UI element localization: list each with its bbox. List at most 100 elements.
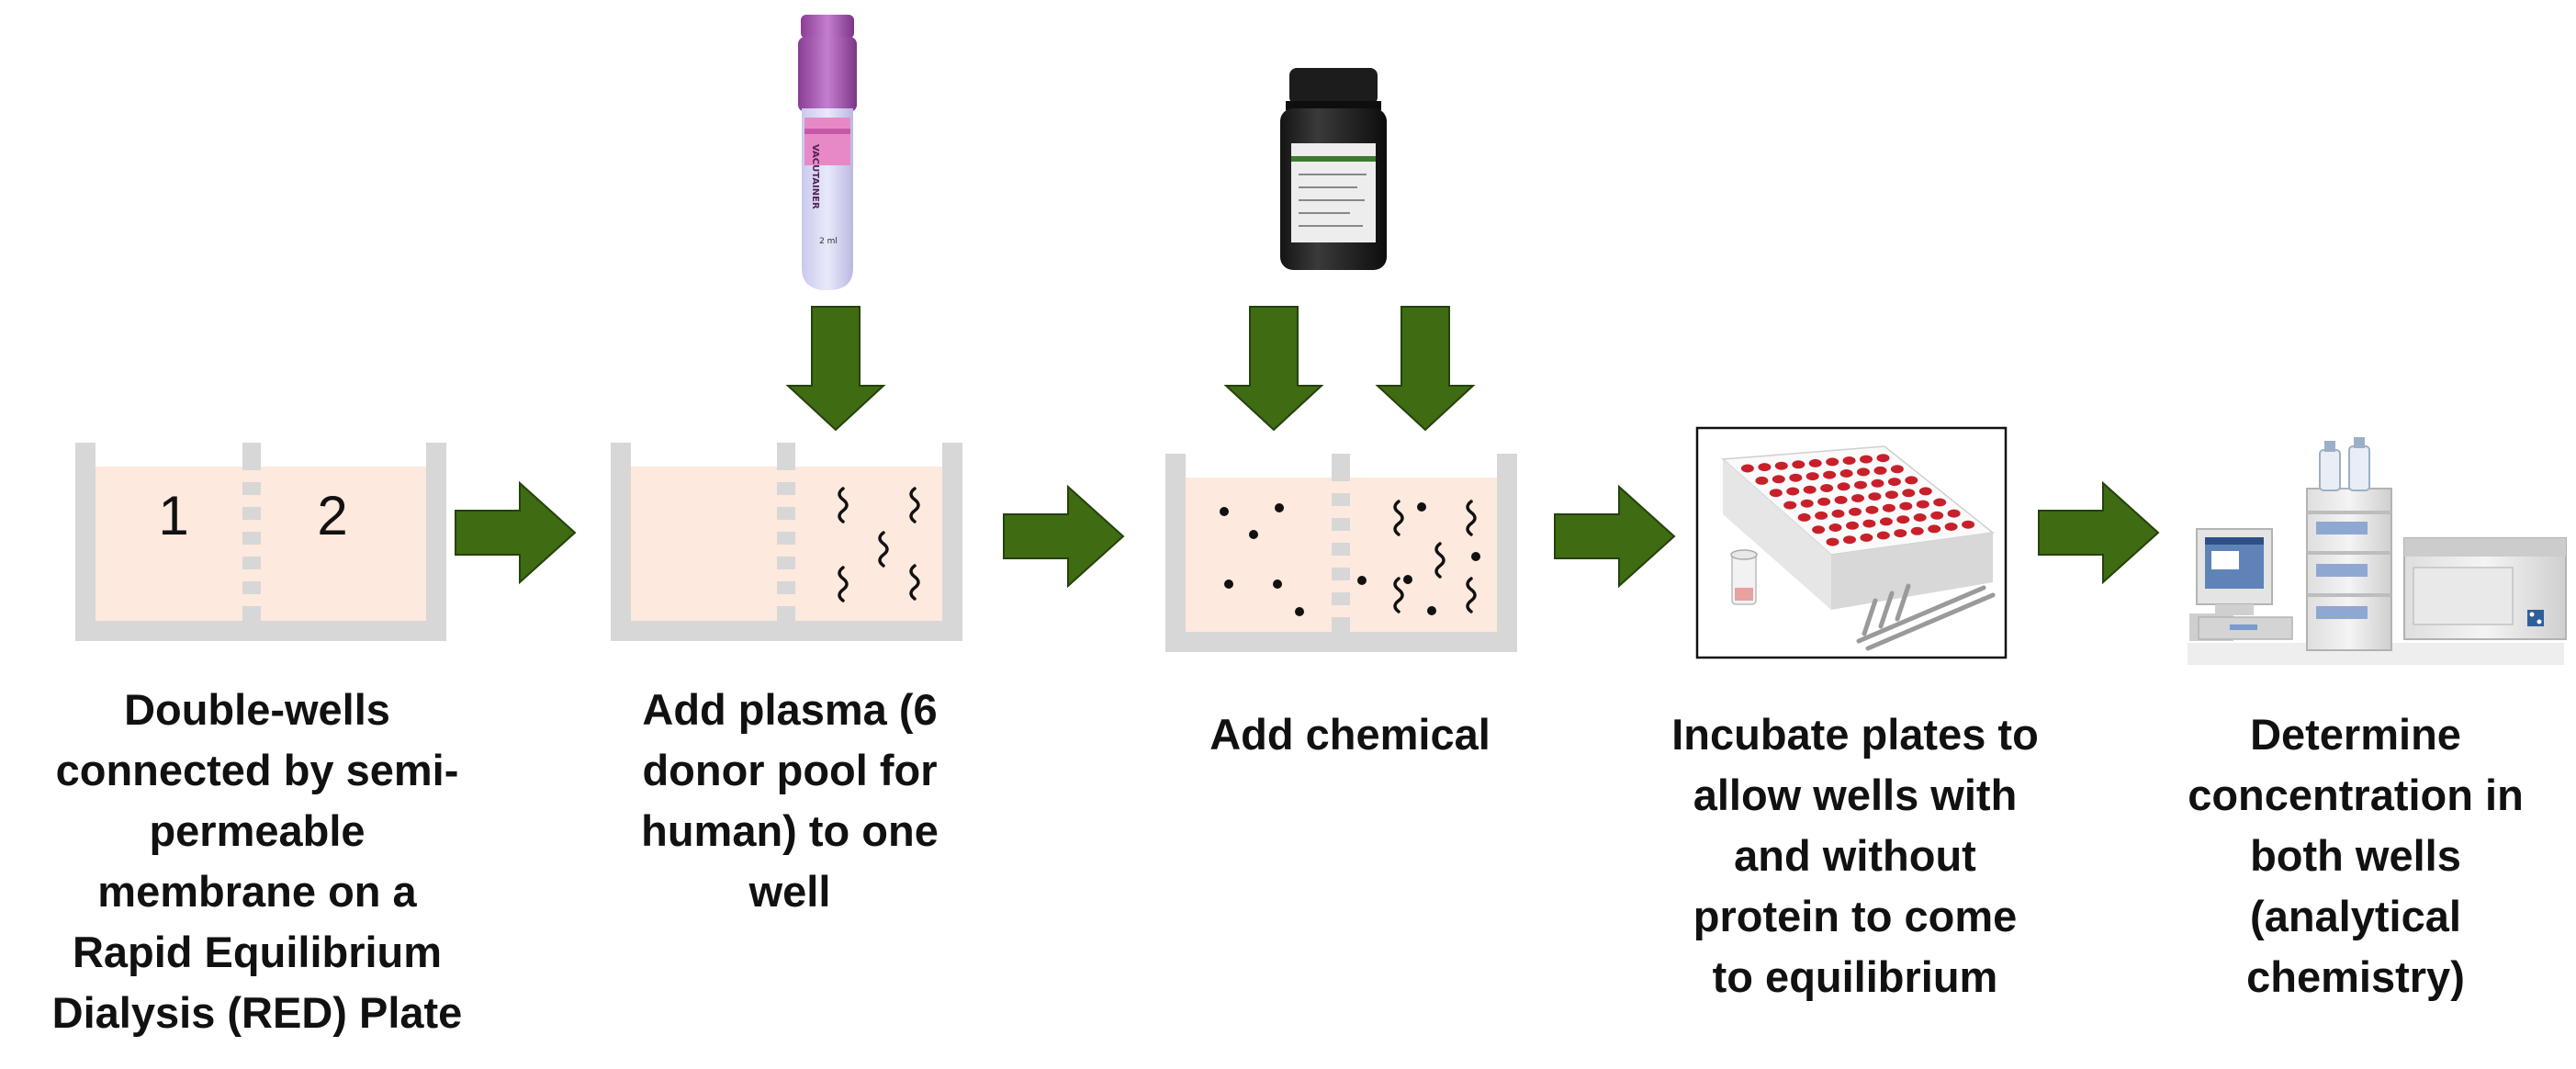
caption-line: human) to one <box>641 806 939 855</box>
plate-well <box>1928 524 1941 534</box>
plate-well <box>1913 513 1927 522</box>
caption-line: and without <box>1734 831 1976 880</box>
plate-well <box>1857 467 1870 477</box>
plate-well <box>1843 535 1856 545</box>
plate-well <box>1896 515 1910 524</box>
down-arrow-icon <box>785 306 886 432</box>
plate-well <box>1887 478 1901 487</box>
plate-well <box>1805 472 1819 481</box>
plate-well <box>1860 533 1873 542</box>
well-diagram-step3 <box>1165 454 1517 652</box>
plate-well <box>1902 489 1916 498</box>
semi-permeable-membrane <box>1332 454 1350 634</box>
plate-well <box>1842 456 1856 465</box>
plate-well <box>1792 460 1805 469</box>
plate-well <box>1831 509 1845 518</box>
step4-caption: Incubate plates to allow wells with and … <box>1616 704 2094 1007</box>
plate-well <box>1947 509 1961 518</box>
plate-well <box>1803 485 1817 494</box>
plate-well <box>1817 497 1831 506</box>
caption-line: Incubate plates to <box>1671 710 2039 759</box>
right-arrow-icon <box>455 480 577 585</box>
tube-brand-label: VACUTAINER <box>810 144 820 209</box>
caption-line: Add chemical <box>1209 710 1490 759</box>
plate-well <box>1868 492 1882 501</box>
right-arrow-icon <box>1554 484 1676 589</box>
plate-well <box>1758 463 1772 472</box>
plate-well <box>1826 457 1839 467</box>
plate-well <box>1812 525 1826 534</box>
plate-well <box>1820 484 1834 492</box>
plate-well <box>1884 490 1898 500</box>
plate-well <box>1837 482 1850 491</box>
caption-line: Double-wells <box>124 685 390 734</box>
step2-caption: Add plasma (6 donor pool for human) to o… <box>569 680 1010 922</box>
plate-well <box>1894 529 1907 538</box>
down-arrow-icon <box>1223 306 1324 432</box>
plate-well <box>1916 500 1929 509</box>
plate-well <box>1772 475 1785 484</box>
step1-caption: Double-wells connected by semi- permeabl… <box>14 680 501 1043</box>
plate-well <box>1876 531 1890 540</box>
well-insert-tube <box>1730 549 1758 605</box>
plate-well <box>1871 478 1884 488</box>
plate-well <box>1815 511 1828 520</box>
tweezers <box>1856 583 1996 651</box>
well-number-2: 2 <box>317 485 347 546</box>
plate-well <box>1786 487 1800 496</box>
plate-well <box>1846 521 1859 530</box>
plate-well <box>1873 466 1887 475</box>
plate-well <box>1834 495 1848 504</box>
caption-line: well <box>748 867 831 916</box>
plate-well <box>1849 507 1862 516</box>
incubation-plate-photo-icon <box>1695 426 2008 659</box>
plate-well <box>1823 470 1837 479</box>
down-arrow-icon <box>1375 306 1476 432</box>
plate-well <box>1797 512 1811 522</box>
plate-well <box>1930 511 1944 520</box>
plate-well <box>1890 465 1904 474</box>
tube-volume-label: 2 ml <box>819 237 838 246</box>
plate-well <box>1851 494 1864 502</box>
plate-well <box>1860 455 1873 464</box>
protein-squiggles <box>838 487 920 602</box>
caption-line: Dialysis (RED) Plate <box>51 988 463 1037</box>
right-arrow-icon <box>1003 484 1125 589</box>
well-number-1: 1 <box>158 485 188 546</box>
plate-well <box>1740 464 1754 473</box>
caption-line: chemistry) <box>2246 952 2465 1001</box>
protein-squiggles <box>1393 500 1477 613</box>
caption-line: membrane on a <box>97 867 417 916</box>
caption-line: Add plasma (6 <box>642 685 938 734</box>
caption-line: (analytical <box>2250 892 2461 940</box>
well-diagram-step2 <box>611 443 962 641</box>
plate-well <box>1865 505 1879 514</box>
plate-well <box>1905 476 1918 485</box>
plate-well <box>1918 487 1932 496</box>
caption-line: protein to come <box>1693 892 2018 940</box>
caption-line: Determine <box>2250 710 2461 759</box>
plate-well <box>1854 480 1867 489</box>
plate-well <box>1769 489 1783 498</box>
caption-line: connected by semi- <box>55 746 459 794</box>
caption-line: concentration in <box>2188 771 2524 819</box>
plate-well <box>1826 537 1839 546</box>
plate-well-grid <box>1740 454 1975 546</box>
plate-well <box>1774 461 1788 470</box>
plate-well <box>1755 476 1769 485</box>
caption-line: allow wells with <box>1693 771 2018 819</box>
plate-well <box>1879 517 1893 526</box>
plate-well <box>1882 503 1895 512</box>
semi-permeable-membrane <box>777 443 795 623</box>
plate-well <box>1800 499 1814 508</box>
chemical-dots <box>1220 502 1480 616</box>
step5-caption: Determine concentration in both wells (a… <box>2140 704 2571 1007</box>
plate-well <box>1808 458 1822 467</box>
plate-well <box>1899 501 1913 511</box>
caption-line: Rapid Equilibrium <box>72 928 443 976</box>
step3-caption: Add chemical <box>1120 704 1580 765</box>
plate-well <box>1876 454 1890 463</box>
caption-line: to equilibrium <box>1712 952 1998 1001</box>
plate-well <box>1828 523 1842 532</box>
